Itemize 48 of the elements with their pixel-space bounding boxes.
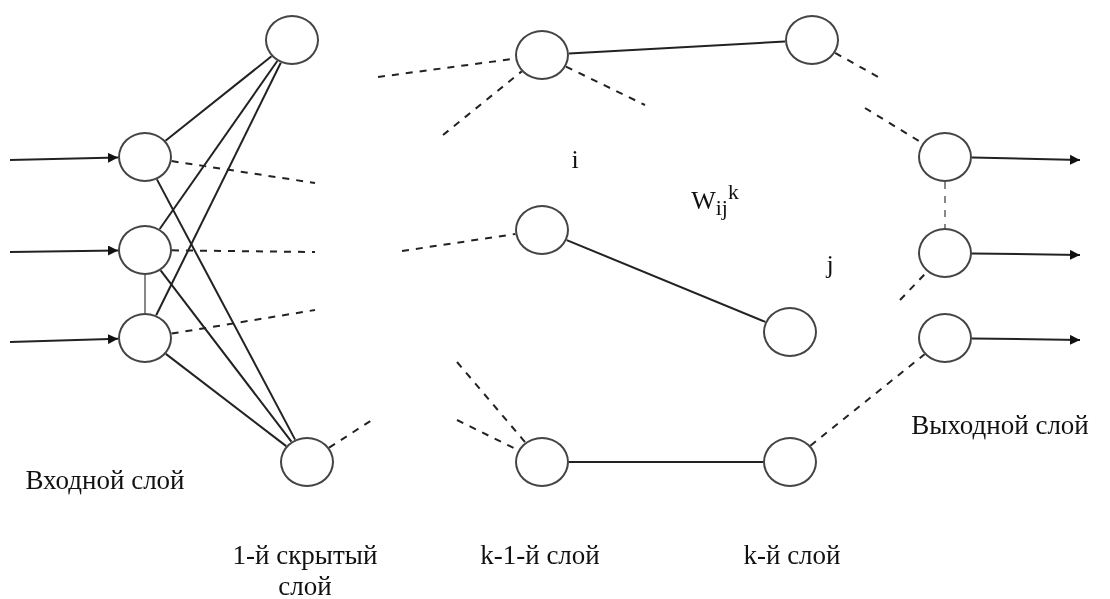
neuron-circle: [265, 15, 319, 65]
neuron-circle: [918, 313, 972, 363]
arrow: [9, 245, 119, 256]
layer-label: 1-й скрытый слой: [231, 540, 379, 599]
node-index-label: j: [826, 250, 834, 280]
layer-label: Входной слой: [24, 465, 186, 497]
connection-line: [442, 70, 523, 136]
neuron-circle: [515, 30, 569, 80]
connection-line: [564, 65, 646, 106]
neuron-circle: [785, 15, 839, 65]
arrow: [9, 334, 119, 345]
connection-line: [155, 61, 282, 317]
connection-line: [328, 419, 373, 449]
connection-line: [401, 233, 517, 252]
connection-line: [164, 55, 273, 142]
neuron-circle: [280, 437, 334, 487]
neuron-circle: [118, 225, 172, 275]
neuron-circle: [918, 228, 972, 278]
arrow: [971, 154, 1081, 165]
arrow: [971, 334, 1081, 345]
connection-line: [809, 353, 926, 447]
layer-label: k-1-й слой: [479, 540, 601, 572]
neuron-circle: [515, 437, 569, 487]
node-index-label: i: [571, 145, 579, 175]
neuron-circle: [763, 307, 817, 357]
neuron-circle: [118, 132, 172, 182]
neuron-circle: [118, 313, 172, 363]
neuron-circle: [918, 132, 972, 182]
connection-line: [568, 461, 764, 463]
connection-line: [164, 352, 288, 448]
connection-line: [568, 40, 786, 55]
layer-label: k-й слой: [742, 540, 842, 572]
neuron-circle: [515, 205, 569, 255]
arrow: [971, 249, 1081, 260]
connection-line: [565, 239, 767, 323]
connection-line: [155, 178, 297, 441]
connection-line: [158, 60, 279, 230]
connection-line: [834, 51, 881, 79]
connection-line: [170, 160, 316, 184]
arrow: [9, 152, 119, 163]
connection-line: [170, 309, 316, 335]
connection-line: [456, 361, 527, 444]
neuron-circle: [763, 437, 817, 487]
connection-line: [171, 249, 316, 253]
connection-line: [944, 181, 946, 229]
layer-label: Выходной слой: [910, 410, 1090, 442]
connection-line: [144, 274, 146, 314]
connection-line: [159, 269, 293, 443]
